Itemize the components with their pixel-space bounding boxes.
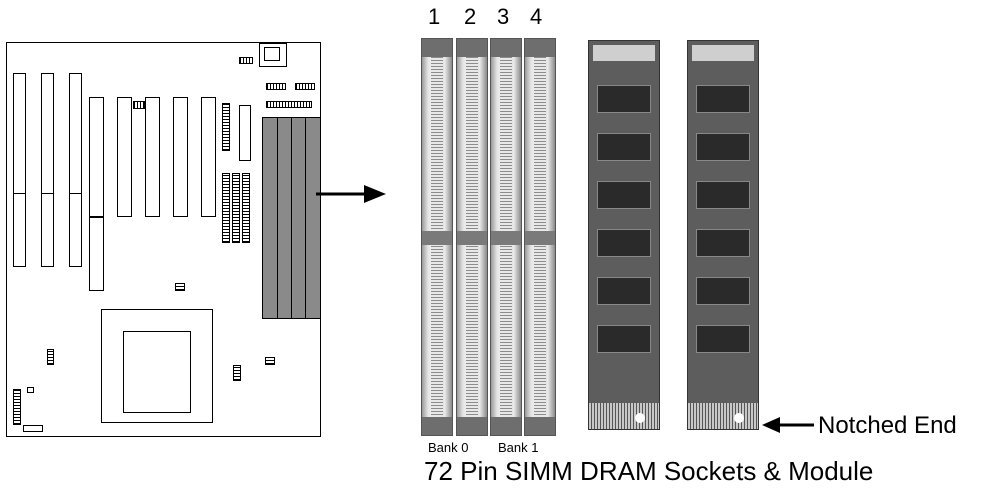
isa-slot (41, 193, 54, 267)
arrow-right-icon (316, 185, 386, 203)
diagram-caption: 72 Pin SIMM DRAM Sockets & Module (424, 456, 874, 486)
header-pins (222, 173, 230, 243)
header-pins (232, 173, 240, 243)
chip (27, 387, 34, 393)
chip (239, 105, 251, 161)
simm-module (687, 40, 759, 430)
socket-number-1: 1 (428, 4, 441, 29)
pci-slot (117, 97, 132, 217)
isa-slot (13, 73, 26, 195)
jumper-block (265, 357, 275, 365)
jumper-block (266, 83, 286, 90)
simm-module (588, 40, 660, 430)
isa-slot (69, 193, 82, 267)
header-pins (13, 389, 21, 425)
vl-slot (89, 217, 104, 291)
simm-socket (456, 38, 488, 436)
header-pins (242, 173, 250, 243)
isa-slot (41, 73, 54, 195)
socket-number-3: 3 (497, 4, 510, 29)
simm-socket (421, 38, 453, 436)
chip (264, 47, 280, 61)
header-pins (222, 103, 230, 151)
chip (23, 425, 43, 432)
socket-number-2: 2 (464, 4, 477, 29)
simm-socket (490, 38, 522, 436)
jumper-block (175, 283, 185, 291)
jumper-block (239, 57, 253, 64)
pci-slot (145, 97, 160, 217)
simm-socket (524, 38, 556, 436)
notched-end-label: Notched End (818, 412, 957, 439)
pci-slot (173, 97, 188, 217)
bank-1-label: Bank 1 (498, 440, 539, 455)
jumper-block (295, 83, 315, 90)
pci-slot (89, 97, 104, 217)
isa-slot (69, 73, 82, 195)
jumper-block (266, 101, 312, 108)
bank-0-label: Bank 0 (428, 440, 469, 455)
isa-slot (13, 193, 26, 267)
jumper-block (233, 365, 241, 381)
socket-number-4: 4 (530, 4, 543, 29)
pci-slot (201, 97, 216, 217)
jumper-block (47, 349, 54, 365)
cpu-chip (123, 331, 191, 413)
arrow-left-icon (762, 417, 814, 433)
simm-bank-highlight (262, 117, 321, 319)
jumper-block (133, 101, 145, 109)
motherboard-diagram (6, 42, 321, 437)
